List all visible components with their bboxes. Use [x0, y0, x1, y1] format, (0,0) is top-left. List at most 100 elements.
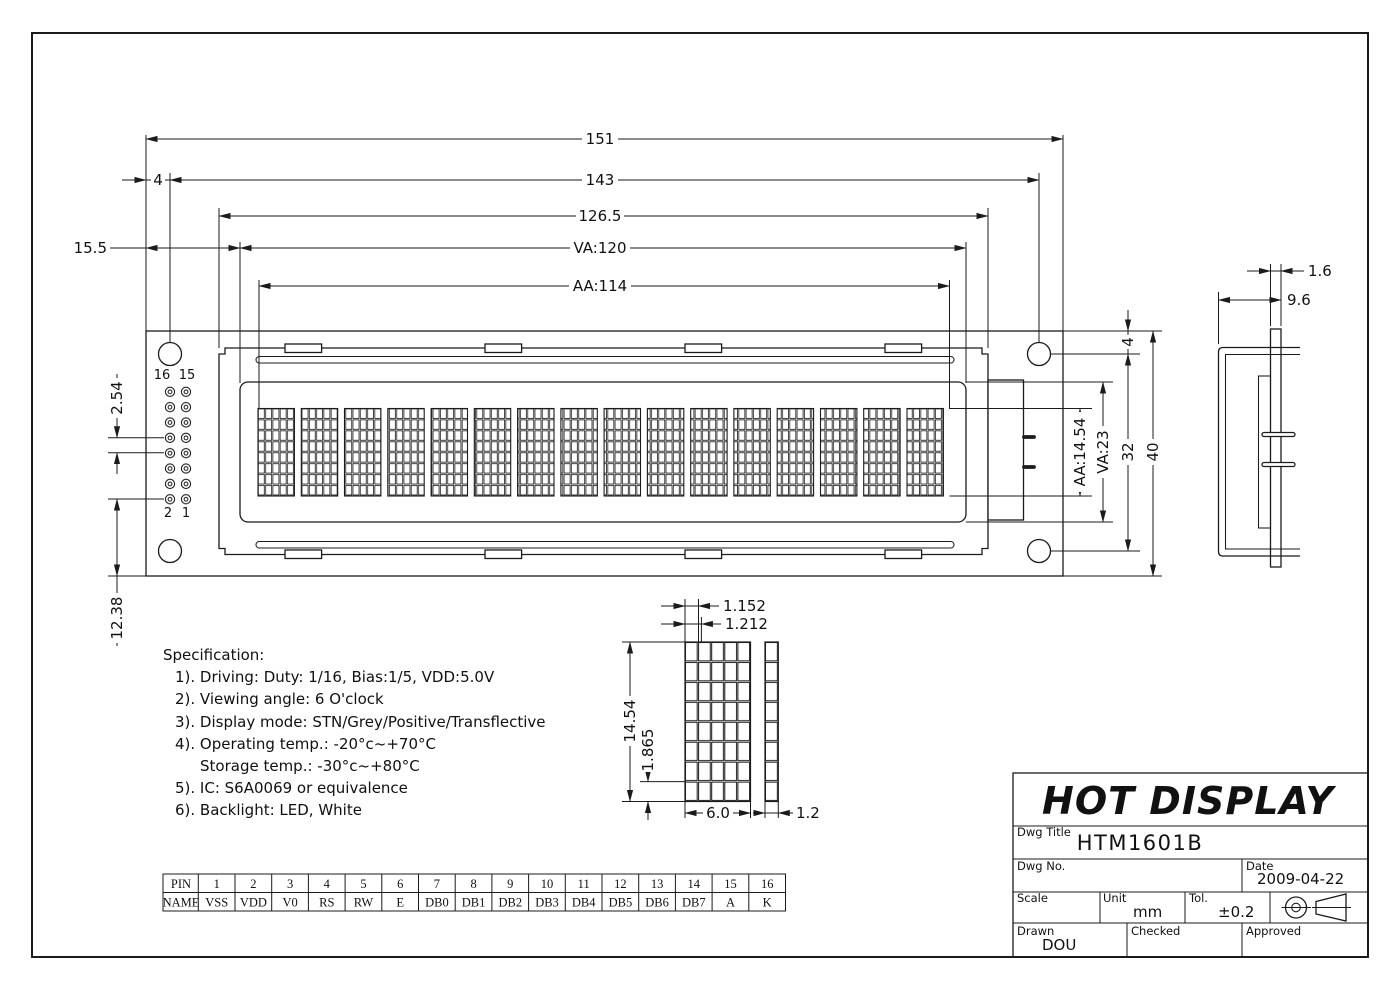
- pad-label-2: 2: [164, 506, 172, 521]
- svg-text:RS: RS: [319, 896, 334, 910]
- dim-1-2: 1.2: [796, 804, 820, 822]
- spec-line-1: 1). Driving: Duty: 1/16, Bias:1/5, VDD:5…: [175, 668, 495, 686]
- dim-151: 151: [586, 130, 615, 148]
- dim-6-0: 6.0: [706, 804, 730, 822]
- dim-40: 40: [1144, 442, 1162, 461]
- side-pin-lower: [1261, 461, 1296, 468]
- svg-text:PIN: PIN: [171, 877, 191, 891]
- character-blocks: [257, 407, 944, 497]
- svg-text:7: 7: [434, 877, 440, 891]
- pad-label-16: 16: [154, 368, 171, 383]
- dim-12-38: 12.38: [108, 597, 126, 640]
- spec-line-4b: Storage temp.: -30°c~+80°C: [200, 757, 420, 775]
- detail-cursor-column: [764, 641, 779, 803]
- dim-143: 143: [586, 171, 615, 189]
- dim-32: 32: [1119, 442, 1137, 461]
- svg-text:8: 8: [470, 877, 476, 891]
- svg-text:K: K: [763, 896, 772, 910]
- svg-text:10: 10: [541, 877, 554, 891]
- pin-table-row-name: NAME VSS VDD V0 RS RW E DB0 DB1 DB2 DB3 …: [163, 896, 772, 910]
- display-window: [239, 381, 967, 523]
- projection-symbol: [1281, 893, 1351, 922]
- checked-label: Checked: [1131, 924, 1180, 938]
- title-block: HOT DISPLAY Dwg Title HTM1601B Dwg No. D…: [1012, 772, 1369, 958]
- bezel-outline: [218, 347, 989, 556]
- svg-text:15: 15: [724, 877, 737, 891]
- unit-label: Unit: [1103, 891, 1127, 905]
- spec-line-3: 3). Display mode: STN/Grey/Positive/Tran…: [175, 713, 546, 731]
- svg-text:14: 14: [688, 877, 701, 891]
- svg-text:VSS: VSS: [205, 896, 228, 910]
- date-value: 2009-04-22: [1257, 870, 1344, 888]
- svg-text:13: 13: [651, 877, 664, 891]
- pad-label-15: 15: [179, 368, 196, 383]
- pin-table-row-pin: PIN 1 2 3 4 5 6 7 8 9 10 11 12 13 14 15 …: [171, 877, 774, 891]
- bezel-slot-top: [255, 355, 955, 364]
- dim-126-5: 126.5: [579, 207, 622, 225]
- svg-text:A: A: [726, 896, 735, 910]
- dim-2-54: 2.54: [108, 381, 126, 414]
- front-view: 16 15 2 1: [145, 330, 1064, 577]
- svg-text:DB5: DB5: [609, 896, 633, 910]
- char-cell-detail: [684, 641, 779, 803]
- svg-text:DB0: DB0: [425, 896, 449, 910]
- spec-line-2: 2). Viewing angle: 6 O'clock: [175, 690, 384, 708]
- tol-label: Tol.: [1188, 891, 1208, 905]
- side-bezel-inner: [1224, 353, 1300, 550]
- dim-1-6: 1.6: [1308, 262, 1332, 280]
- dim-1-152: 1.152: [723, 597, 766, 615]
- pin-table: PIN 1 2 3 4 5 6 7 8 9 10 11 12 13 14 15 …: [162, 873, 786, 912]
- svg-text:V0: V0: [282, 896, 297, 910]
- dim-aa1454: AA:14.54: [1071, 418, 1089, 487]
- dim-aa114: AA:114: [573, 277, 627, 295]
- unit-value: mm: [1133, 903, 1162, 921]
- svg-text:5: 5: [360, 877, 366, 891]
- dim-1-865: 1.865: [639, 729, 657, 772]
- svg-text:E: E: [396, 896, 404, 910]
- drawn-label: Drawn: [1017, 924, 1054, 938]
- spec-line-5: 5). IC: S6A0069 or equivalence: [175, 779, 408, 797]
- pin-pads: [161, 384, 194, 507]
- bezel-slot-bottom: [255, 540, 955, 549]
- svg-text:3: 3: [287, 877, 293, 891]
- svg-text:1: 1: [214, 877, 220, 891]
- scale-label: Scale: [1017, 891, 1048, 905]
- detail-grid: [684, 641, 752, 803]
- side-lcd-glass: [1257, 375, 1272, 529]
- dim-1-212: 1.212: [725, 615, 768, 633]
- svg-text:DB4: DB4: [572, 896, 596, 910]
- svg-text:12: 12: [614, 877, 627, 891]
- drawn-value: DOU: [1042, 936, 1076, 954]
- side-view: [1217, 328, 1300, 568]
- side-pin-upper: [1261, 431, 1296, 438]
- svg-text:NAME: NAME: [163, 896, 200, 910]
- side-pcb: [1269, 328, 1282, 568]
- dwg-title-label: Dwg Title: [1017, 825, 1071, 839]
- svg-text:16: 16: [761, 877, 774, 891]
- svg-text:2: 2: [250, 877, 256, 891]
- side-bezel-outer: [1217, 346, 1300, 557]
- dimension-lines: 151 143 4 126.5 15.5 VA:120 AA:114 2.54 …: [74, 130, 1332, 822]
- svg-text:6: 6: [397, 877, 403, 891]
- date-label: Date: [1246, 859, 1274, 873]
- connector-pins: [1022, 435, 1036, 469]
- spec-title: Specification:: [163, 646, 264, 664]
- company-logo: HOT DISPLAY: [1042, 779, 1336, 823]
- svg-text:DB1: DB1: [462, 896, 486, 910]
- dim-va120: VA:120: [574, 239, 627, 257]
- svg-text:VDD: VDD: [240, 896, 267, 910]
- dim-9-6: 9.6: [1287, 291, 1311, 309]
- dim-15-5: 15.5: [74, 239, 107, 257]
- svg-text:11: 11: [578, 877, 590, 891]
- svg-text:RW: RW: [354, 896, 374, 910]
- pad-label-1: 1: [182, 506, 190, 521]
- svg-text:DB6: DB6: [645, 896, 669, 910]
- spec-line-6: 6). Backlight: LED, White: [175, 801, 362, 819]
- tol-value: ±0.2: [1218, 903, 1254, 921]
- spec-line-4: 4). Operating temp.: -20°c~+70°C: [175, 735, 436, 753]
- dwg-title-value: HTM1601B: [1077, 831, 1204, 855]
- pcb-outline: [145, 330, 1064, 577]
- svg-text:9: 9: [507, 877, 513, 891]
- svg-text:DB7: DB7: [682, 896, 706, 910]
